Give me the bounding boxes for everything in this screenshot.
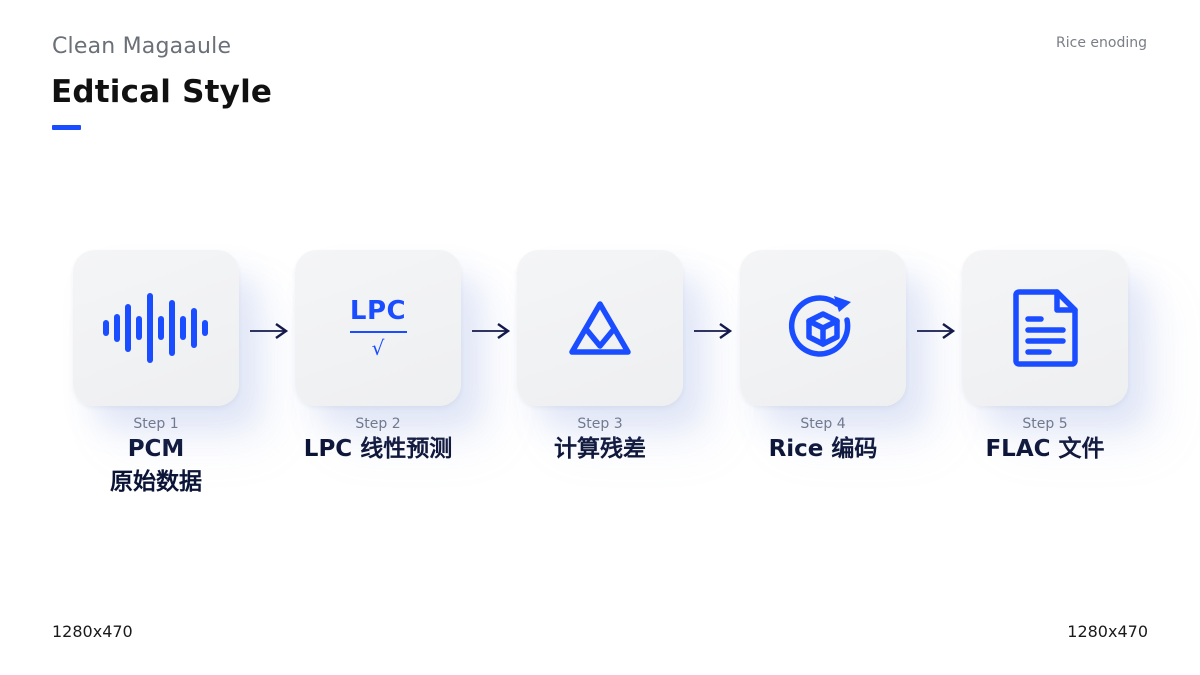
step-5-name: FLAC 文件: [985, 436, 1105, 462]
fraction-bar: [349, 330, 407, 334]
arrow-right-icon: [472, 323, 511, 339]
triangle-residual-icon: [569, 301, 631, 355]
step-4-name: Rice 编码: [768, 436, 878, 462]
document-icon: [1013, 289, 1078, 367]
page-title: Edtical Style: [51, 74, 273, 110]
footer-left-label: 1280x470: [52, 622, 133, 641]
step-5-tile: [962, 250, 1128, 406]
step-3-number: Step 3: [577, 416, 623, 432]
step-4-number: Step 4: [800, 416, 846, 432]
step-2-name: LPC 线性预测: [303, 436, 453, 462]
footer-right-label: 1280x470: [1067, 622, 1148, 641]
step-4-tile: [740, 250, 906, 406]
step-1-name-line2: 原始数据: [110, 469, 202, 495]
title-accent-bar: [52, 125, 81, 130]
step-1-tile: [73, 250, 239, 406]
arrow-right-icon: [250, 323, 289, 339]
cube-refresh-icon: [788, 295, 851, 357]
step-2-tile: LPC √: [295, 250, 461, 406]
lpc-icon-subtext: √: [371, 336, 385, 361]
step-1: Step 1 PCM 原始数据: [73, 250, 239, 498]
step-2: LPC √ Step 2 LPC 线性预测: [295, 250, 461, 465]
step-3: Step 3 计算残差: [517, 250, 683, 465]
step-3-tile: [517, 250, 683, 406]
arrow-right-icon: [694, 323, 733, 339]
top-right-label: Rice enoding: [1056, 35, 1147, 51]
subtitle: Clean Magaaule: [52, 34, 232, 59]
step-5-number: Step 5: [1022, 416, 1068, 432]
step-4: Step 4 Rice 编码: [740, 250, 906, 465]
step-2-number: Step 2: [355, 416, 401, 432]
lpc-icon-text: LPC: [349, 295, 407, 326]
lpc-fraction-icon: LPC √: [349, 295, 407, 361]
step-1-name: PCM: [127, 436, 185, 462]
step-1-number: Step 1: [133, 416, 179, 432]
step-3-name: 计算残差: [554, 436, 646, 462]
step-5: Step 5 FLAC 文件: [962, 250, 1128, 465]
arrow-right-icon: [917, 323, 956, 339]
waveform-icon: [103, 293, 208, 363]
